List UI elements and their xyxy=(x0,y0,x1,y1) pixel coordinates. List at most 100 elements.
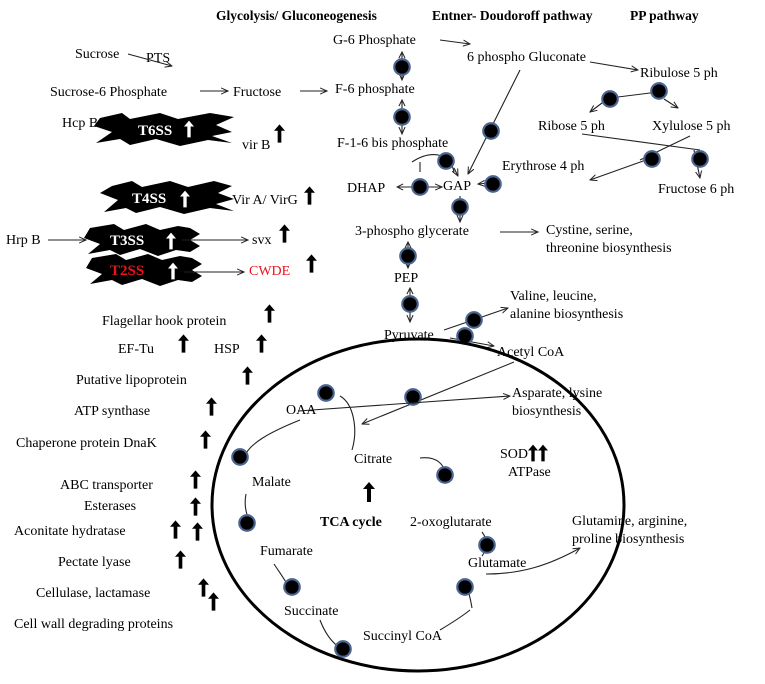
cellulase-up-arrow xyxy=(198,578,209,597)
acetyl-to-citrate-arrow xyxy=(362,361,515,424)
label-6-phospho-gluconate: 6 phospho Gluconate xyxy=(467,50,586,65)
to-erythrose-arrow xyxy=(590,159,647,180)
oaa-to-asp-arrow xyxy=(297,396,510,412)
label-cell-wall-degrading: Cell wall degrading proteins xyxy=(14,617,173,632)
header-entner-doudoroff: Entner- Doudoroff pathway xyxy=(432,8,593,23)
pep-pyruvate-node xyxy=(401,295,419,313)
label-succinate: Succinate xyxy=(284,604,338,619)
header-pp-pathway: PP pathway xyxy=(630,8,699,23)
label-ribulose-5-ph: Ribulose 5 ph xyxy=(640,66,718,81)
glutamate-to-glu-arrow xyxy=(485,548,580,575)
label-fumarate: Fumarate xyxy=(260,544,313,559)
6pg-to-gap-arrow xyxy=(468,69,521,174)
glutamate-succinyl-node xyxy=(456,578,474,596)
label-aconitate-hydratase: Aconitate hydratase xyxy=(14,524,126,539)
eftu-up-arrow xyxy=(178,334,189,353)
label-succinyl-coa: Succinyl CoA xyxy=(363,629,443,644)
label-asp-2: biosynthesis xyxy=(512,404,581,419)
lipoprotein-up-arrow xyxy=(242,366,253,385)
label-sucrose-6-phosphate: Sucrose-6 Phosphate xyxy=(50,85,167,100)
malate-fumarate-node xyxy=(238,514,256,532)
label-sucrose: Sucrose xyxy=(75,47,119,62)
label-hrp-b: Hrp B xyxy=(6,233,41,248)
cwde-up-arrow xyxy=(306,254,317,273)
label-dhap: DHAP xyxy=(347,181,385,196)
oxo-glutamate-node xyxy=(478,536,496,554)
t4ss-shape xyxy=(100,181,234,214)
label-fructose-6-ph: Fructose 6 ph xyxy=(658,182,734,197)
t4ss-label: T4SS xyxy=(132,191,166,207)
t6ss-shape xyxy=(94,113,234,146)
pectate-up-arrow xyxy=(175,550,186,569)
label-val-2: alanine biosynthesis xyxy=(510,307,623,322)
label-glutamate: Glutamate xyxy=(468,556,526,571)
virb-up-arrow xyxy=(274,124,285,143)
pp-node-right xyxy=(691,150,709,168)
t3ss-label: T3SS xyxy=(110,233,144,249)
label-3-phospho-glycerate: 3-phospho glycerate xyxy=(355,224,469,239)
label-esterases: Esterases xyxy=(84,499,136,514)
virag-up-arrow xyxy=(304,186,315,205)
flagellar-up-arrow xyxy=(264,304,275,323)
abc-up-arrow xyxy=(190,470,201,489)
t2ss-label: T2SS xyxy=(110,263,144,279)
esterases-up-arrow xyxy=(190,497,201,516)
label-fructose: Fructose xyxy=(233,85,281,100)
label-glu-2: proline biosynthesis xyxy=(572,532,684,547)
label-svx: svx xyxy=(252,233,271,248)
label-chaperone-protein: Chaperone protein DnaK xyxy=(16,436,157,451)
f6p-f16bp-node xyxy=(393,108,411,126)
cell-boundary xyxy=(210,337,626,673)
pyruvate-val-node xyxy=(465,311,483,329)
label-flagellar-hook-protein: Flagellar hook protein xyxy=(102,314,226,329)
ribulose-to-xylulose-arrow xyxy=(663,98,678,108)
label-sod: SOD xyxy=(500,447,528,462)
atpsynthase-up-arrow xyxy=(206,397,217,416)
label-acetyl-coa: Acetyl CoA xyxy=(497,345,565,360)
sod-up-arrow-1 xyxy=(528,444,538,462)
g6p-to-6pg-arrow xyxy=(439,39,470,44)
label-glu-1: Glutamine, arginine, xyxy=(572,514,687,529)
label-ribose-5-ph: Ribose 5 ph xyxy=(538,119,605,134)
f16bp-gap-node xyxy=(437,152,455,170)
label-vir-a-virg: Vir A/ VirG xyxy=(232,193,298,208)
label-abc-transporter: ABC transporter xyxy=(60,478,153,493)
citrate-oxo-node xyxy=(436,466,454,484)
label-atpase: ATPase xyxy=(508,465,551,480)
label-val-1: Valine, leucine, xyxy=(510,289,597,304)
ed-pathway-node xyxy=(482,122,500,140)
label-ef-tu: EF-Tu xyxy=(118,342,154,357)
label-f16bp: F-1-6 bis phosphate xyxy=(337,136,448,151)
6pg-to-ribulose-arrow xyxy=(589,61,638,70)
erythrose-gap-node xyxy=(484,175,502,193)
label-cys-2: threonine biosynthesis xyxy=(546,241,672,256)
label-gap: GAP xyxy=(443,179,471,194)
label-hsp: HSP xyxy=(214,342,240,357)
pp-node-left xyxy=(643,150,661,168)
ribulose-ribose-node xyxy=(601,90,619,108)
label-xylulose-5-ph: Xylulose 5 ph xyxy=(652,119,731,134)
oaa-citrate-node xyxy=(317,384,335,402)
tca-up-arrow xyxy=(363,482,375,502)
label-putative-lipoprotein: Putative lipoprotein xyxy=(76,373,187,388)
sod-up-arrow-2 xyxy=(538,444,548,462)
cellwall-up-arrow xyxy=(208,592,219,611)
label-cwde: CWDE xyxy=(249,264,290,279)
g6p-f6p-node xyxy=(393,58,411,76)
label-pts: PTS xyxy=(146,51,170,66)
label-pectate-lyase: Pectate lyase xyxy=(58,555,131,570)
header-glycolysis: Glycolysis/ Gluconeogenesis xyxy=(216,8,377,23)
label-atp-synthase: ATP synthase xyxy=(74,404,150,419)
svx-up-arrow xyxy=(279,224,290,243)
ribulose-xylulose-node xyxy=(650,82,668,100)
3pg-pep-node xyxy=(399,247,417,265)
succinate-succinyl-node xyxy=(334,640,352,658)
t6ss-label: T6SS xyxy=(138,123,172,139)
label-citrate: Citrate xyxy=(354,452,392,467)
sucrose-to-s6p-arrow xyxy=(127,53,172,66)
chaperone-up-arrow xyxy=(200,430,211,449)
label-cellulase-lactamase: Cellulase, lactamase xyxy=(36,586,150,601)
label-2-oxoglutarate: 2-oxoglutarate xyxy=(410,515,492,530)
aconitate-up-arrow xyxy=(170,520,181,539)
